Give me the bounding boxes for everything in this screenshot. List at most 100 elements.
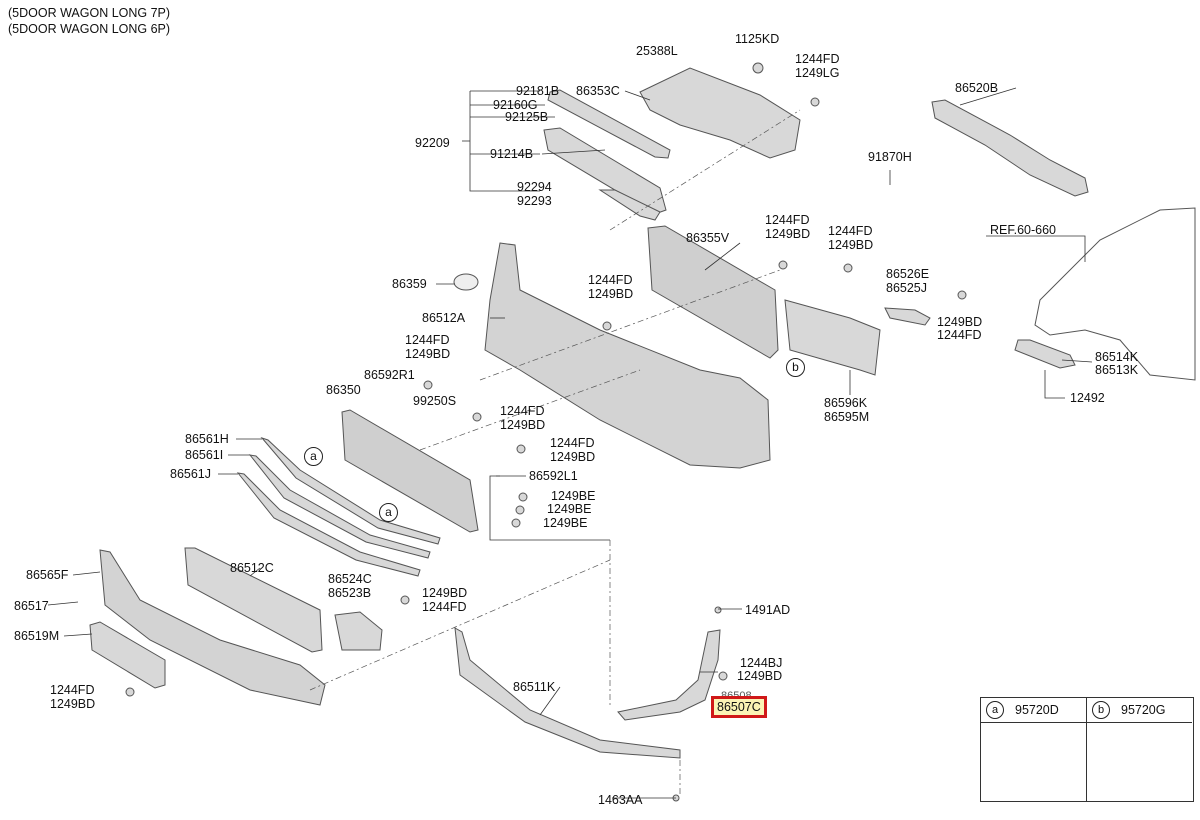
label-1249LG[interactable]: 1249LG [795, 66, 840, 80]
label-1249BE-a[interactable]: 1249BE [551, 489, 596, 503]
bolt-1249BD-k [125, 687, 135, 697]
label-92181B[interactable]: 92181B [516, 84, 560, 98]
label-86359[interactable]: 86359 [392, 277, 427, 291]
label-86525J[interactable]: 86525J [886, 281, 928, 295]
label-1244BJ[interactable]: 1244BJ [740, 656, 783, 670]
label-86592R1[interactable]: 86592R1 [364, 368, 415, 382]
callout-a-lower[interactable]: a [379, 503, 398, 522]
label-86512C[interactable]: 86512C [230, 561, 274, 575]
label-86519M[interactable]: 86519M [14, 629, 60, 643]
label-92293[interactable]: 92293 [517, 194, 552, 208]
label-1244FD-i[interactable]: 1244FD [422, 600, 467, 614]
strip-86561I-part [248, 454, 431, 559]
label-1244FD-a[interactable]: 1244FD [795, 52, 840, 66]
header-line-2: (5DOOR WAGON LONG 6P) [8, 22, 171, 36]
label-86355V[interactable]: 86355V [686, 231, 730, 245]
garnish-panel-part [543, 127, 667, 215]
label-86514K[interactable]: 86514K [1095, 350, 1139, 364]
label-86565F[interactable]: 86565F [26, 568, 69, 582]
bolt-1244FD-e [957, 290, 967, 300]
label-92125B[interactable]: 92125B [505, 110, 549, 124]
label-92294[interactable]: 92294 [517, 180, 552, 194]
skid-plate-part [89, 621, 166, 689]
label-86524C[interactable]: 86524C [328, 572, 372, 586]
legend-code-95720D: 95720D [1015, 703, 1059, 717]
legend-cell-a[interactable]: a 95720D [981, 698, 1086, 801]
label-1244FD-g[interactable]: 1244FD [500, 404, 545, 418]
label-1249BD-j[interactable]: 1249BD [737, 669, 783, 683]
label-92160G[interactable]: 92160G [493, 98, 538, 112]
fog-cover-part [334, 611, 383, 651]
label-86596K[interactable]: 86596K [824, 396, 868, 410]
label-1249BD-d[interactable]: 1249BD [588, 287, 634, 301]
label-86526E[interactable]: 86526E [886, 267, 930, 281]
label-1125KD[interactable]: 1125KD [735, 32, 780, 46]
strip-86561J-part [236, 472, 421, 577]
legend-letter-b: b [1092, 701, 1110, 719]
label-1244FD-b[interactable]: 1244FD [765, 213, 810, 227]
label-1249BE-c[interactable]: 1249BE [543, 516, 588, 530]
label-1249BD-e[interactable]: 1249BD [937, 315, 983, 329]
callout-b[interactable]: b [786, 358, 805, 377]
emblem-86359 [453, 273, 479, 291]
label-1463AA[interactable]: 1463AA [598, 793, 643, 807]
label-86517[interactable]: 86517 [14, 599, 49, 613]
bracket-86514K-part [1014, 339, 1076, 369]
lower-trim-part [454, 627, 681, 759]
fender-ref-part [1034, 207, 1196, 381]
label-86511K[interactable]: 86511K [513, 680, 556, 694]
bolt-1249BD-c [843, 263, 853, 273]
label-86561H[interactable]: 86561H [185, 432, 229, 446]
label-1249BD-i[interactable]: 1249BD [422, 586, 468, 600]
radiator-grille-part [341, 409, 479, 533]
label-86523B[interactable]: 86523B [328, 586, 372, 600]
lower-bumper-part [99, 549, 326, 706]
bolt-1244FD-i [400, 595, 410, 605]
label-1249BE-b[interactable]: 1249BE [547, 502, 592, 516]
lamp-bar-part [598, 189, 661, 221]
callout-a-upper[interactable]: a [304, 447, 323, 466]
label-1244FD-e[interactable]: 1244FD [937, 328, 982, 342]
label-86520B[interactable]: 86520B [955, 81, 999, 95]
label-86353C[interactable]: 86353C [576, 84, 620, 98]
label-1249BD-b[interactable]: 1249BD [765, 227, 811, 241]
lower-grille-part [184, 547, 323, 653]
label-86513K[interactable]: 86513K [1095, 363, 1139, 377]
label-86512A[interactable]: 86512A [422, 311, 466, 325]
label-86507C-highlighted[interactable]: 86507C [711, 696, 767, 718]
label-91214B[interactable]: 91214B [490, 147, 534, 161]
label-1244FD-d[interactable]: 1244FD [588, 273, 633, 287]
legend-cell-b[interactable]: b 95720G [1087, 698, 1192, 801]
label-1244FD-h[interactable]: 1244FD [550, 436, 595, 450]
label-92209[interactable]: 92209 [415, 136, 450, 150]
label-ref-60-660[interactable]: REF.60-660 [990, 223, 1057, 237]
bracket-86526E-part [884, 307, 931, 326]
bolt-1249LG [810, 97, 820, 107]
bolt-1249BE-c [511, 518, 521, 528]
label-86350[interactable]: 86350 [326, 383, 361, 397]
label-99250S[interactable]: 99250S [413, 394, 457, 408]
label-1249BD-h[interactable]: 1249BD [550, 450, 596, 464]
side-trim-part [617, 629, 721, 721]
legend-head-b: b 95720G [1087, 698, 1192, 723]
label-86561I[interactable]: 86561I [185, 448, 224, 462]
label-1249BD-c[interactable]: 1249BD [828, 238, 874, 252]
label-86595M[interactable]: 86595M [824, 410, 870, 424]
label-12492[interactable]: 12492 [1070, 391, 1105, 405]
label-1244FD-f[interactable]: 1244FD [405, 333, 450, 347]
label-1491AD[interactable]: 1491AD [745, 603, 791, 617]
label-25388L[interactable]: 25388L [636, 44, 678, 58]
label-1244FD-j[interactable]: 1244FD [50, 683, 95, 697]
bolt-1249BD-g [472, 412, 482, 422]
label-1244FD-c[interactable]: 1244FD [828, 224, 873, 238]
label-86561J[interactable]: 86561J [170, 467, 212, 481]
label-1249BD-f[interactable]: 1249BD [405, 347, 451, 361]
label-1249BD-k[interactable]: 1249BD [50, 697, 96, 711]
label-86592L1[interactable]: 86592L1 [529, 469, 578, 483]
strip-86561H-part [260, 436, 441, 545]
label-91870H[interactable]: 91870H [868, 150, 912, 164]
legend-divider [1086, 698, 1087, 801]
label-1249BD-g[interactable]: 1249BD [500, 418, 546, 432]
bolt-1249BD-j [718, 671, 728, 681]
bolt-1125KD [752, 62, 764, 74]
